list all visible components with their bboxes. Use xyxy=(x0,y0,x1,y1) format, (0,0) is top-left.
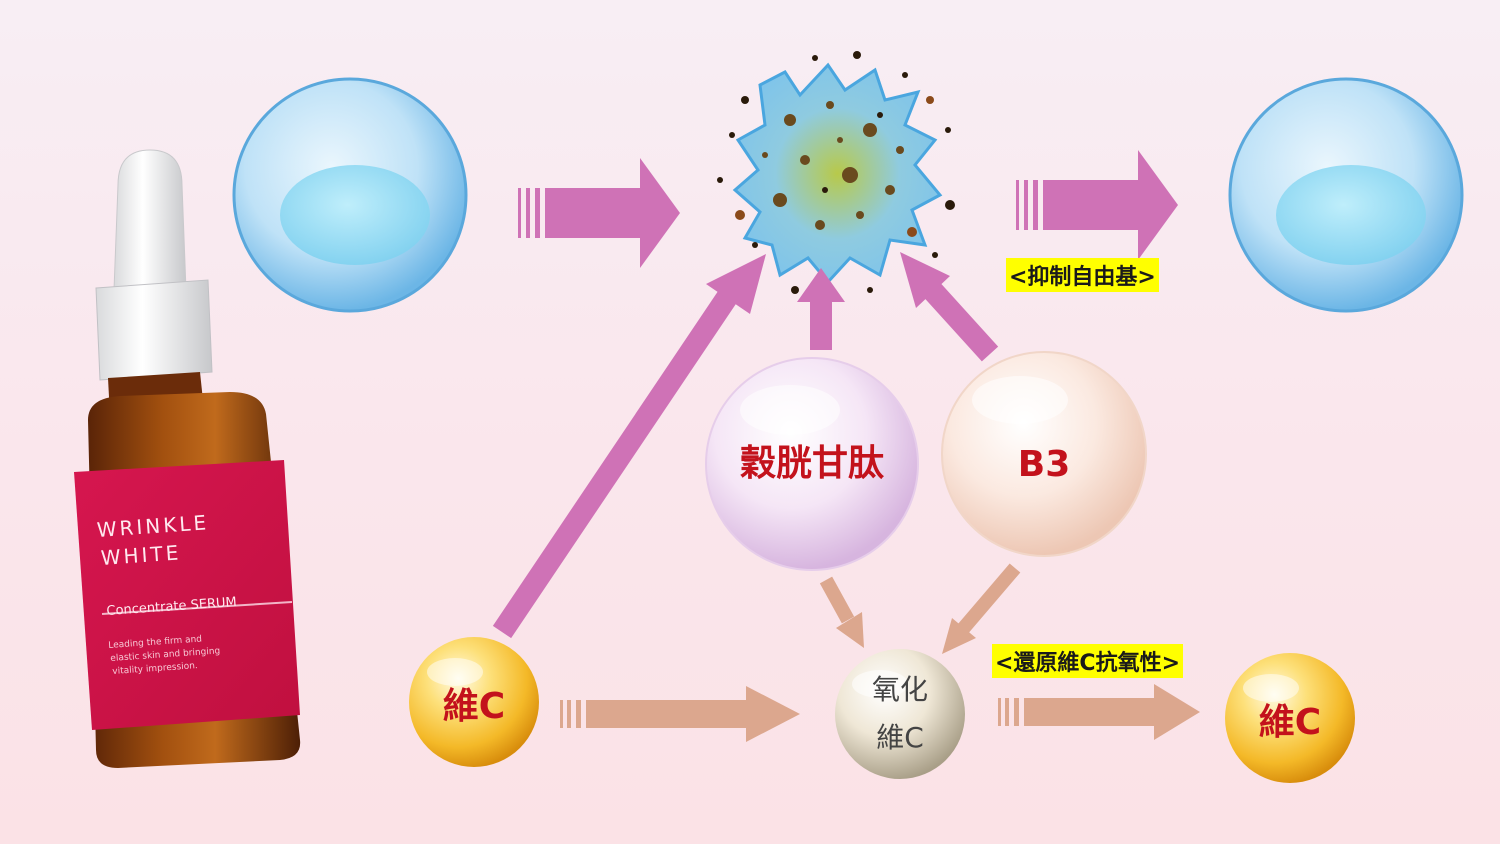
healthy-cell-icon xyxy=(1228,77,1464,313)
inhibit-free-radical-label: <抑制自由基> xyxy=(1006,258,1159,292)
b3-bubble xyxy=(941,351,1147,557)
arrow-peptide-to-damaged xyxy=(797,268,845,350)
vitc-left-label: 維C xyxy=(442,686,506,727)
oxidized-label-line2: 維C xyxy=(876,721,924,754)
restore-vitc-label: <還原維C抗氧性> xyxy=(992,644,1184,678)
vitc-right-label: 維C xyxy=(1258,702,1322,743)
arrow-b3-to-damaged xyxy=(900,252,999,362)
oxidized-vitc-ball xyxy=(835,649,965,779)
healthy-cell-icon xyxy=(232,77,468,313)
arrow-vitc-to-oxidized xyxy=(560,686,800,742)
vitc-right-ball xyxy=(1225,653,1355,783)
b3-label: B3 xyxy=(1017,443,1071,485)
vitc-left-ball xyxy=(409,637,539,767)
arrow-b3-to-oxidized xyxy=(942,563,1021,654)
arrow-damaged-to-cell xyxy=(1016,150,1178,260)
arrow-oxidized-to-vitc xyxy=(998,684,1200,740)
free-radical-damaged-cell-icon xyxy=(717,51,955,294)
peptide-bubble xyxy=(705,357,919,571)
arrow-vitc-to-damaged xyxy=(492,254,766,639)
serum-bottle-image xyxy=(74,149,301,768)
arrow-peptide-to-oxidized xyxy=(819,576,864,648)
peptide-label: 穀胱甘肽 xyxy=(739,443,884,484)
arrow-cell-to-damaged xyxy=(518,158,680,268)
oxidized-label-line1: 氧化 xyxy=(871,673,928,706)
